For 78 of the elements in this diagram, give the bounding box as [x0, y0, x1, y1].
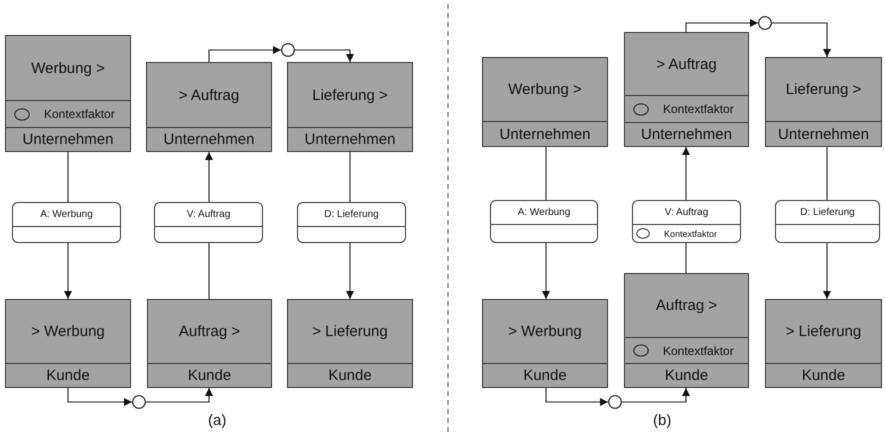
arrow: [205, 152, 213, 202]
class-box: [147, 299, 272, 388]
box-title: > Auftrag: [656, 56, 717, 72]
box-title: > Lieferung: [312, 323, 388, 340]
box-title: > Auftrag: [178, 86, 240, 104]
class-box: [5, 299, 131, 388]
class-box: [482, 57, 608, 147]
connector-line: [208, 243, 210, 299]
arrow: [685, 19, 758, 32]
role-label: Kunde: [802, 367, 846, 384]
context-factor-label: Kontextfaktor: [664, 228, 718, 238]
arrow: [208, 46, 281, 62]
connector-line: [67, 152, 69, 202]
message-title: V: Auftrag: [664, 207, 708, 218]
message-title: D: Lieferung: [324, 209, 379, 220]
connector-line: [826, 147, 828, 200]
arrow: [545, 388, 608, 406]
arrow: [146, 388, 213, 403]
junction-circle: [608, 395, 622, 409]
role-label: Unternehmen: [500, 126, 590, 142]
panel-label: (a): [208, 412, 226, 429]
message-box: [297, 202, 406, 243]
role-label: Unternehmen: [641, 126, 732, 143]
role-label: Kunde: [46, 367, 90, 384]
junction-circle: [132, 395, 146, 409]
connector-line: [349, 152, 351, 202]
class-box: [624, 273, 749, 388]
arrow: [64, 243, 72, 299]
class-box: [765, 299, 882, 388]
context-factor-label: Kontextfaktor: [663, 344, 734, 358]
connector-line: [545, 147, 547, 200]
panel-label: (b): [653, 412, 672, 429]
junction-circle: [281, 43, 295, 57]
message-title: D: Lieferung: [800, 207, 855, 218]
role-label: Unternehmen: [22, 131, 114, 148]
box-title: > Lieferung: [786, 323, 862, 340]
box-title: Lieferung >: [786, 81, 862, 98]
class-box: [482, 299, 608, 388]
context-factor-label: Kontextfaktor: [44, 107, 115, 121]
class-box: [765, 57, 882, 147]
junction-circle: [758, 16, 772, 30]
box-title: > Werbung: [508, 323, 582, 340]
role-label: Unternehmen: [778, 126, 869, 142]
arrow: [67, 388, 132, 406]
role-label: Unternehmen: [164, 131, 254, 148]
arrow: [823, 243, 831, 299]
box-title: Auftrag >: [178, 323, 240, 340]
class-box: [146, 62, 272, 152]
role-label: Kunde: [328, 367, 372, 384]
message-box: [12, 202, 121, 243]
arrow: [682, 147, 690, 200]
connector-line: [685, 243, 687, 273]
role-label: Kunde: [188, 367, 232, 384]
message-title: V: Auftrag: [186, 209, 230, 220]
role-label: Unternehmen: [304, 131, 396, 148]
class-box: [287, 62, 413, 152]
message-title: A: Werbung: [518, 207, 570, 218]
context-factor-label: Kontextfaktor: [663, 102, 734, 116]
box-title: Werbung >: [31, 60, 105, 76]
role-label: Kunde: [523, 367, 567, 384]
class-box: [287, 299, 413, 388]
message-title: A: Werbung: [40, 209, 93, 220]
message-box: [490, 200, 598, 243]
class-box: [624, 32, 749, 147]
class-box: [5, 35, 131, 152]
message-box: [775, 200, 880, 243]
arrow: [772, 22, 831, 57]
arrow: [346, 243, 354, 299]
arrow: [542, 243, 550, 299]
box-title: Lieferung >: [312, 86, 388, 104]
role-label: Kunde: [664, 367, 708, 384]
box-title: Werbung >: [508, 81, 582, 98]
arrow: [622, 388, 690, 403]
box-title: > Werbung: [31, 323, 105, 340]
message-box: [154, 202, 263, 243]
box-title: Auftrag >: [656, 297, 718, 314]
message-box: [632, 200, 741, 243]
arrow: [295, 49, 354, 62]
